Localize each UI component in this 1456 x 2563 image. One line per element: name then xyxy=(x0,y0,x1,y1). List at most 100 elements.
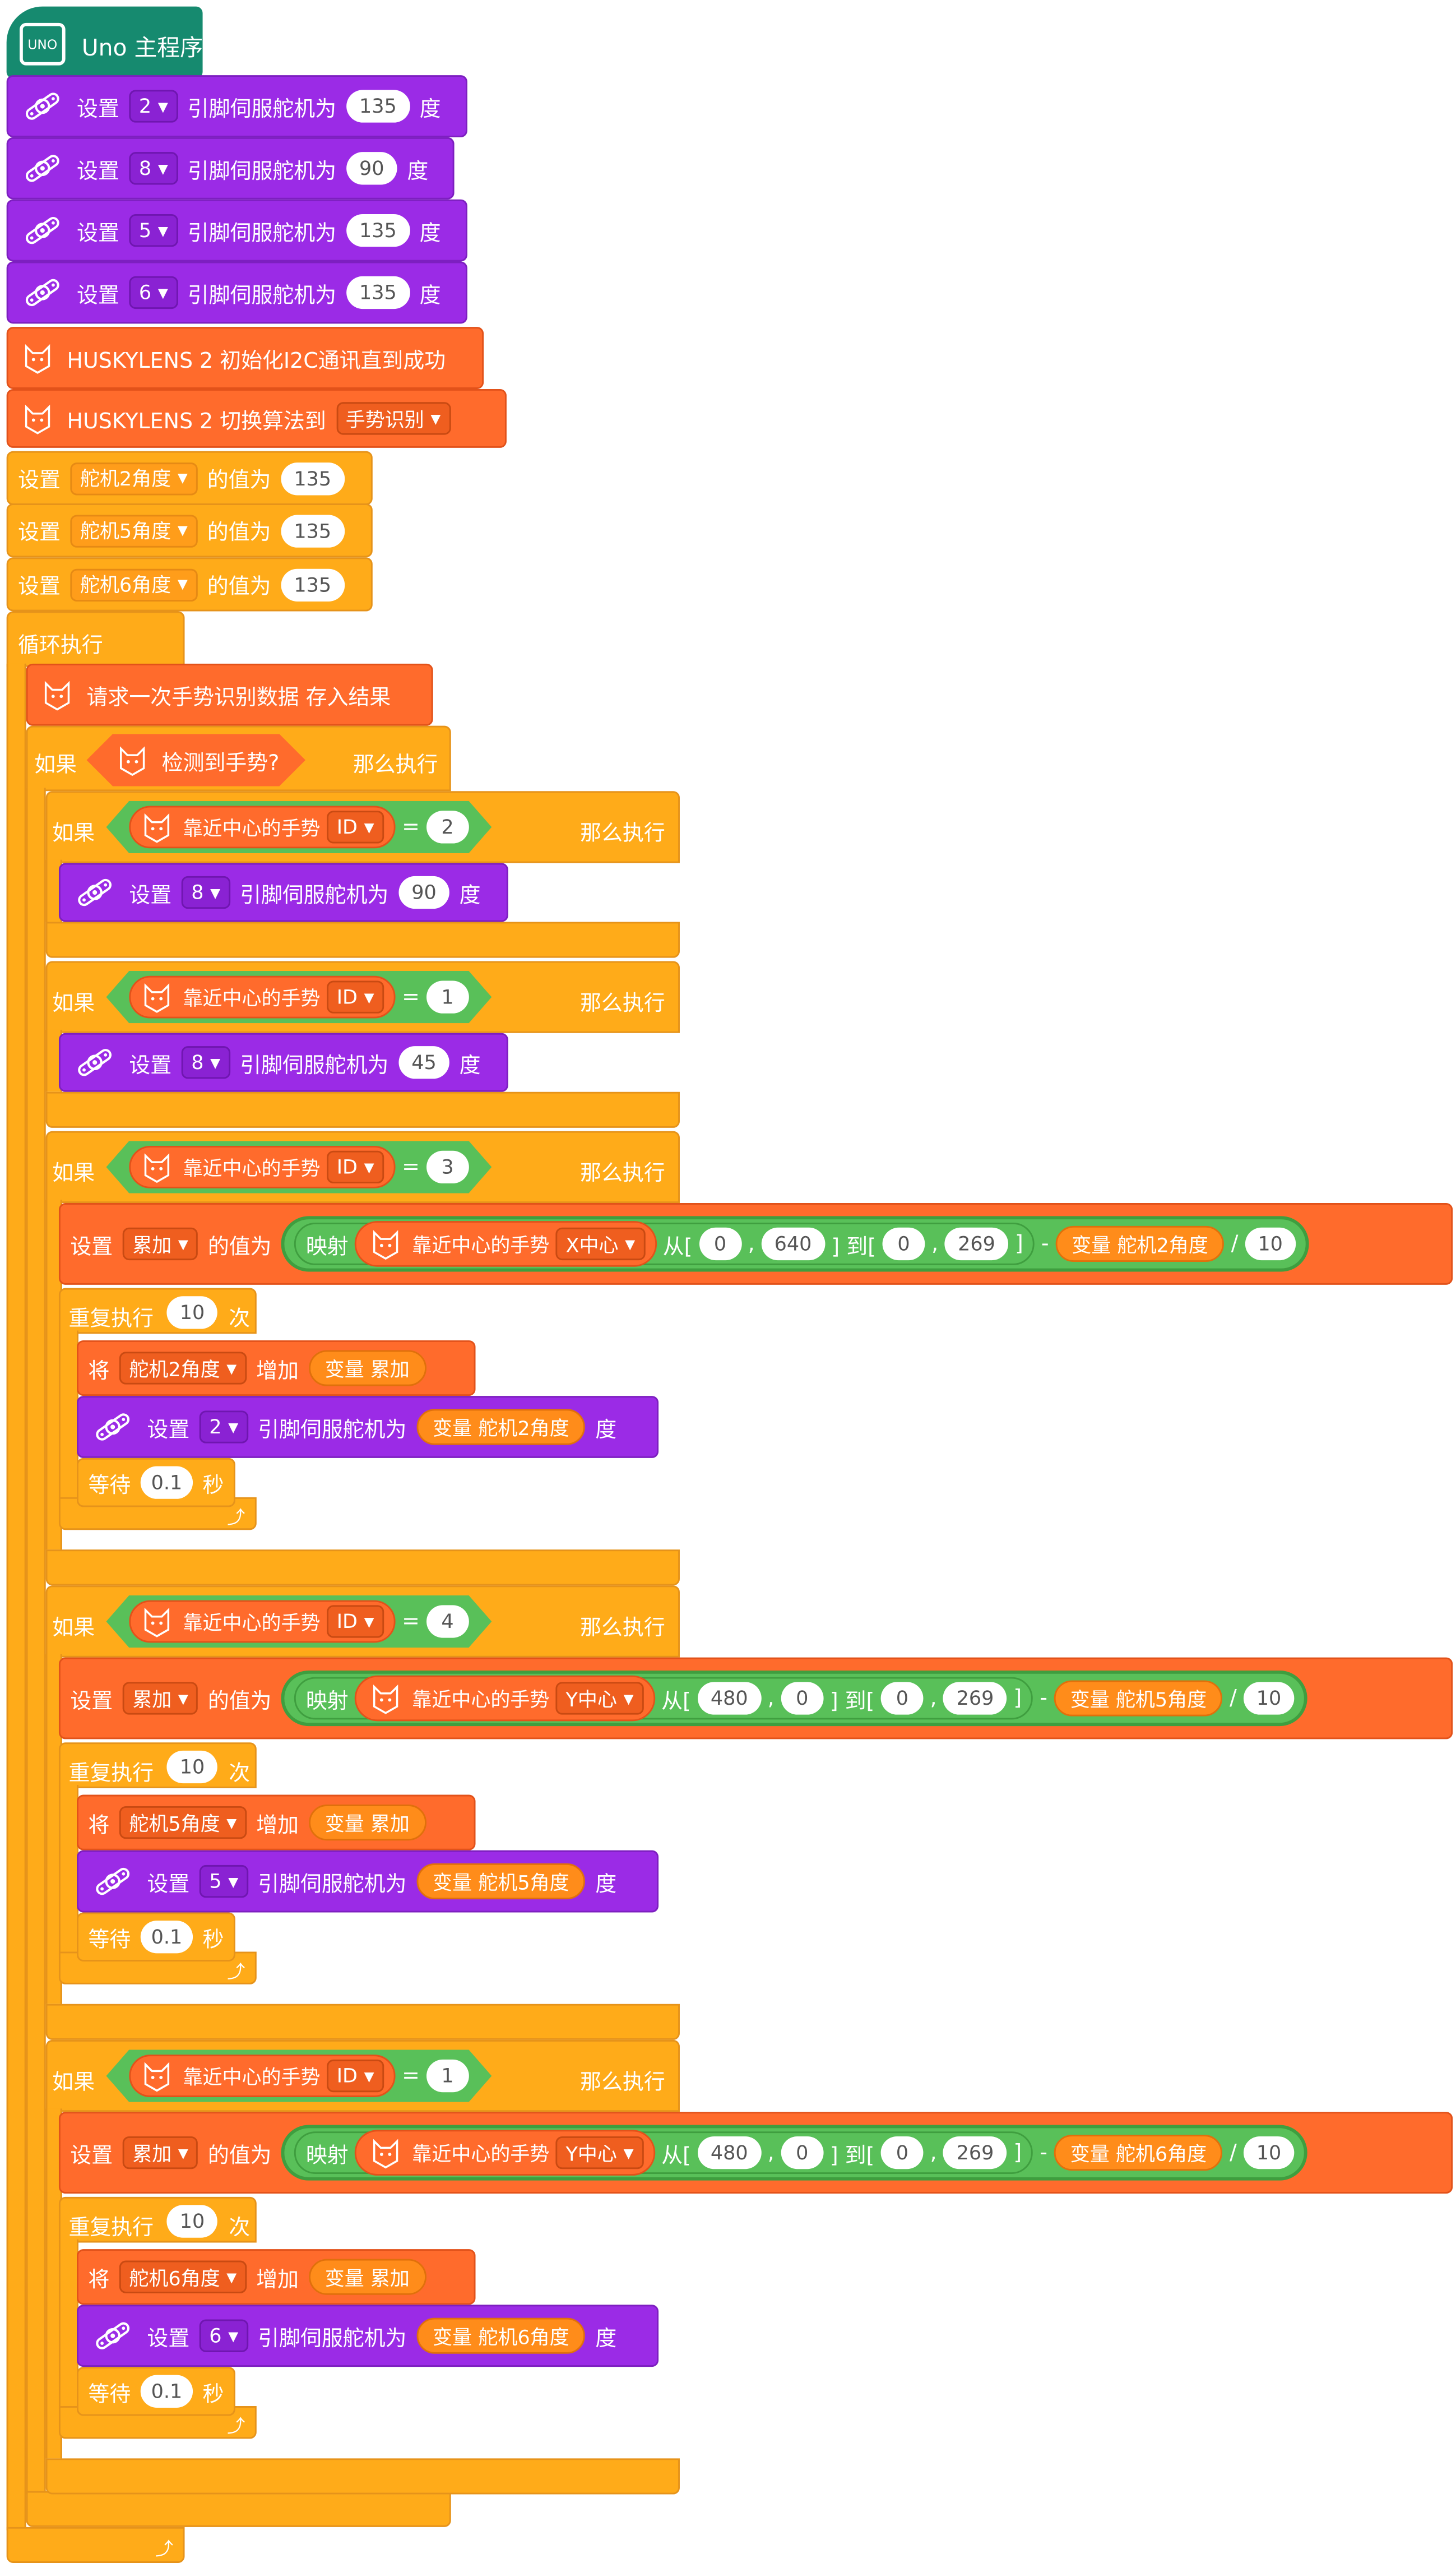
to-low-input[interactable]: 0 xyxy=(882,1227,925,1261)
to-high-input[interactable]: 269 xyxy=(944,1227,1009,1261)
variable-dropdown[interactable]: 舵机6角度▼ xyxy=(119,2260,247,2293)
pin-dropdown[interactable]: 8▼ xyxy=(181,1046,230,1079)
property-dropdown[interactable]: ID▼ xyxy=(327,1605,384,1637)
wait-seconds-input[interactable]: 0.1 xyxy=(140,1921,193,1954)
property-dropdown[interactable]: ID▼ xyxy=(327,1151,384,1183)
variable-reporter[interactable]: 变量 舵机2角度 xyxy=(416,1409,586,1445)
variable-value-input[interactable]: 135 xyxy=(281,461,345,495)
from-high-input[interactable]: 0 xyxy=(781,2136,824,2169)
property-dropdown[interactable]: X中心▼ xyxy=(556,1227,645,1261)
pin-dropdown[interactable]: 2▼ xyxy=(129,90,178,123)
to-high-input[interactable]: 269 xyxy=(943,2136,1007,2169)
pin-dropdown[interactable]: 5▼ xyxy=(199,1865,248,1898)
change-variable-block[interactable]: 将舵机2角度▼增加变量 累加 xyxy=(77,1340,476,1396)
from-high-input[interactable]: 640 xyxy=(761,1227,825,1261)
property-dropdown[interactable]: Y中心▼ xyxy=(556,1682,644,1715)
wait-seconds-input[interactable]: 0.1 xyxy=(140,2375,193,2408)
repeat-count-input[interactable]: 10 xyxy=(166,1750,218,1784)
pin-dropdown[interactable]: 5▼ xyxy=(129,214,178,247)
variable-value-input[interactable]: 135 xyxy=(281,568,345,601)
variable-dropdown[interactable]: 累加▼ xyxy=(122,1682,198,1715)
variable-reporter[interactable]: 变量 累加 xyxy=(308,1805,426,1841)
variable-reporter[interactable]: 变量 舵机5角度 xyxy=(416,1863,586,1900)
property-dropdown[interactable]: ID▼ xyxy=(327,980,384,1013)
pin-dropdown[interactable]: 6▼ xyxy=(129,276,178,309)
variable-dropdown[interactable]: 舵机6角度▼ xyxy=(70,568,198,601)
gesture-detected-condition[interactable]: 检测到手势? xyxy=(87,734,305,786)
to-high-input[interactable]: 269 xyxy=(943,1682,1007,1715)
from-low-input[interactable]: 0 xyxy=(699,1227,741,1261)
angle-input[interactable]: 45 xyxy=(398,1046,450,1079)
pin-dropdown[interactable]: 8▼ xyxy=(181,876,230,909)
algorithm-dropdown[interactable]: 手势识别 ▼ xyxy=(336,402,451,435)
angle-input[interactable]: 135 xyxy=(346,90,410,123)
property-dropdown[interactable]: Y中心▼ xyxy=(556,2136,644,2169)
variable-reporter[interactable]: 变量 舵机5角度 xyxy=(1054,1680,1223,1717)
pin-dropdown[interactable]: 2▼ xyxy=(199,1410,248,1444)
angle-input[interactable]: 135 xyxy=(346,214,410,247)
variable-dropdown[interactable]: 舵机5角度▼ xyxy=(70,514,198,547)
huskylens-request-block[interactable]: 请求一次手势识别数据 存入结果 xyxy=(26,663,433,726)
wait-seconds-input[interactable]: 0.1 xyxy=(140,1466,193,1499)
id-value-input[interactable]: 1 xyxy=(426,2060,469,2092)
id-value-input[interactable]: 2 xyxy=(426,811,469,843)
divisor-input[interactable]: 10 xyxy=(1243,1682,1295,1715)
angle-input[interactable]: 90 xyxy=(346,152,397,185)
variable-dropdown[interactable]: 舵机5角度▼ xyxy=(119,1806,247,1839)
id-value-input[interactable]: 3 xyxy=(426,1151,469,1183)
to-low-input[interactable]: 0 xyxy=(881,1682,924,1715)
change-variable-block[interactable]: 将舵机6角度▼增加变量 累加 xyxy=(77,2249,476,2305)
uno-main-hat-block[interactable]: UNO Uno 主程序 xyxy=(6,6,203,78)
property-dropdown[interactable]: ID▼ xyxy=(327,811,384,843)
id-value-input[interactable]: 4 xyxy=(426,1605,469,1637)
angle-input[interactable]: 90 xyxy=(398,876,450,909)
huskylens-switch-block[interactable]: HUSKYLENS 2 切换算法到 手势识别 ▼ xyxy=(6,388,507,448)
pin-dropdown[interactable]: 6▼ xyxy=(199,2319,248,2352)
huskylens-init-block[interactable]: HUSKYLENS 2 初始化I2C通讯直到成功 xyxy=(6,327,484,389)
variable-dropdown[interactable]: 累加▼ xyxy=(122,2136,198,2169)
forever-loop-block[interactable]: 循环执行 xyxy=(6,611,185,667)
from-low-input[interactable]: 480 xyxy=(697,2136,761,2169)
change-variable-block[interactable]: 将舵机5角度▼增加变量 累加 xyxy=(77,1794,476,1850)
to-low-input[interactable]: 0 xyxy=(881,2136,924,2169)
from-low-input[interactable]: 480 xyxy=(697,1682,761,1715)
variable-dropdown[interactable]: 舵机2角度▼ xyxy=(119,1352,247,1385)
